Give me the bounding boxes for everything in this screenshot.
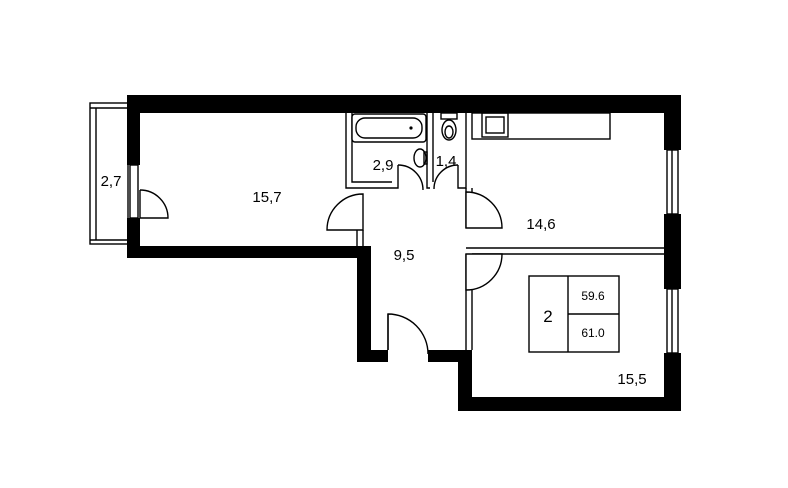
bathroom-area-label: 2,9 [373,157,394,174]
balcony-area-label: 2,7 [101,173,122,190]
bedroom-area-label: 15,5 [617,371,646,388]
room-labels: 2,7 15,7 2,9 1,4 14,6 9,5 15,5 [101,153,647,388]
bath-toilet-divider [426,113,430,189]
door-living [326,193,364,231]
door-toilet [433,164,459,190]
wall-right-3 [664,353,681,411]
apartment-legend: 2 59.6 61.0 [528,275,620,353]
bathroom-wall [345,113,399,189]
door-bathroom [397,164,424,191]
wall-bottom-left [127,246,371,258]
balcony [89,102,129,245]
wall-hall-bottom-left [357,350,388,362]
outer-walls [127,95,681,411]
wall-left-upper [127,95,140,165]
door-bedroom [465,253,503,291]
doors [326,164,503,355]
wall-bedroom-left [458,350,472,410]
windows [666,149,679,354]
toilet-area-label: 1,4 [436,153,457,170]
stove-icon [481,112,509,138]
wall-hall-left [357,246,371,362]
bathtub-icon [351,113,427,143]
wall-right-1 [664,95,681,150]
toilet-icon [441,119,457,141]
sink-icon [413,148,427,168]
total-area-label: 61.0 [581,326,605,340]
living-area-label: 59.6 [581,289,605,303]
fixtures [351,112,611,168]
kitchen-area-label: 14,6 [526,216,555,233]
toilet-tank [440,112,458,120]
living-room-area-label: 15,7 [252,189,281,206]
balcony-door [129,164,169,219]
room-count-label: 2 [543,307,552,326]
toilet-wall [457,113,467,189]
door-entrance [387,313,429,355]
wall-bottom-right [458,397,681,411]
wall-right-2 [664,214,681,289]
door-kitchen [465,191,503,229]
wall-top [127,95,681,113]
hall-area-label: 9,5 [394,247,415,264]
